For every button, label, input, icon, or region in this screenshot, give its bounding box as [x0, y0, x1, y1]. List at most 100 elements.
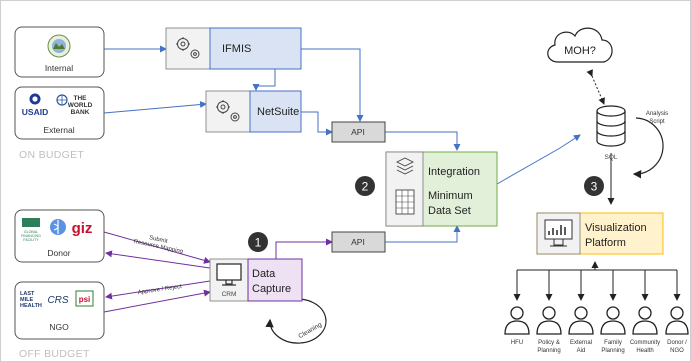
usaid-logo: USAID — [22, 93, 48, 117]
giz-logo: giz — [72, 220, 93, 237]
person-icon — [632, 306, 658, 335]
arrow-ifmis-to-netsuite — [252, 69, 276, 91]
user-label-line1: Community — [630, 340, 660, 346]
donor-label: Donor — [47, 248, 70, 258]
off-budget-label: OFF BUDGET — [19, 348, 90, 360]
cleaning-loop — [265, 298, 327, 344]
internal-label: Internal — [45, 63, 73, 73]
data-capture-label-line2: Capture — [252, 283, 291, 295]
svg-text:USAID: USAID — [22, 107, 48, 117]
arrow-capture-to-donor — [105, 250, 211, 269]
ngo-source-box[interactable]: LAST MILE HEALTH CRS psi NGO — [14, 281, 105, 340]
visualization-node[interactable]: Visualization Platform — [536, 212, 664, 255]
analysis-script-label-line1: Analysis — [646, 111, 668, 117]
layers-icon — [395, 157, 415, 175]
user-hfu[interactable]: HFU — [504, 306, 530, 346]
line-integration-to-sql — [496, 134, 581, 185]
sql-label: SQL — [604, 154, 617, 161]
data-capture-label-line1: Data — [252, 268, 276, 280]
analysis-loop — [632, 117, 664, 179]
arrow-netsuite-to-api — [301, 111, 333, 136]
svg-text:MILE: MILE — [20, 297, 33, 303]
arrow-donor-to-capture — [103, 231, 211, 264]
monitor-chart-icon — [544, 219, 573, 247]
svg-text:FACILITY: FACILITY — [23, 238, 39, 242]
svg-text:3: 3 — [591, 180, 598, 194]
data-capture-node[interactable]: CRM Data Capture — [209, 258, 303, 302]
crm-label: CRM — [222, 291, 237, 298]
api-bottom-label: API — [351, 237, 365, 247]
svg-text:2: 2 — [362, 180, 369, 194]
approve-reject-label: Approve / Reject — [137, 284, 182, 296]
ifmis-label: IFMIS — [222, 43, 251, 55]
svg-text:LAST: LAST — [20, 291, 35, 297]
arrow-sql-moh-dotted — [586, 69, 605, 105]
integration-node[interactable]: Integration Minimum Data Set — [385, 151, 498, 227]
step-badge-2: 2 — [355, 176, 375, 196]
person-icon — [665, 306, 689, 335]
cloud-icon — [547, 27, 613, 63]
database-icon — [596, 105, 626, 147]
donor-source-box[interactable]: GLOBAL FINANCING FACILITY giz Donor — [14, 209, 105, 263]
api-top-node[interactable]: API — [331, 121, 386, 143]
analysis-script-label-line2: Script — [649, 119, 665, 125]
user-external-aid[interactable]: External Aid — [568, 306, 594, 354]
user-label-line1: HFU — [511, 340, 523, 346]
moh-label: MOH? — [564, 45, 596, 57]
user-policy-planning[interactable]: Policy & Planning — [536, 306, 562, 354]
ngo-label: NGO — [49, 322, 69, 332]
svg-text:1: 1 — [255, 236, 262, 250]
svg-text:FINANCING: FINANCING — [21, 234, 41, 238]
api-top-label: API — [351, 127, 365, 137]
person-icon — [536, 306, 562, 335]
arrow-capture-to-api — [275, 238, 333, 260]
internal-source-box[interactable]: Internal — [14, 26, 105, 78]
cleaning-label: Cleaning — [297, 321, 323, 340]
arrow-capture-to-ngo — [105, 280, 211, 300]
mds-label-line2: Data Set — [428, 205, 471, 217]
svg-text:HEALTH: HEALTH — [20, 303, 42, 309]
psi-logo: psi — [75, 290, 94, 307]
user-community-health[interactable]: Community Health — [630, 306, 660, 354]
moh-cloud[interactable]: MOH? — [547, 27, 613, 63]
user-label-line2: Planning — [601, 348, 624, 354]
user-label-line1: Donor / — [667, 340, 687, 346]
user-label-line2: NGO — [670, 348, 684, 354]
api-bottom-node[interactable]: API — [331, 231, 386, 253]
on-budget-label: ON BUDGET — [19, 149, 84, 161]
arrow-ngo-to-capture — [103, 289, 211, 313]
person-icon — [504, 306, 530, 335]
liberia-seal-logo — [47, 34, 71, 58]
user-label-line1: Family — [604, 340, 622, 346]
user-family-planning[interactable]: Family Planning — [600, 306, 626, 354]
netsuite-node[interactable]: NetSuite — [205, 90, 302, 133]
arrow-external-to-netsuite — [103, 101, 207, 114]
step-badge-3: 3 — [584, 176, 604, 196]
last-mile-health-logo: LAST MILE HEALTH — [20, 291, 42, 309]
svg-text:BANK: BANK — [71, 109, 90, 116]
svg-text:CRS: CRS — [47, 295, 68, 306]
svg-text:GLOBAL: GLOBAL — [24, 230, 38, 234]
submit-flow-label-line1: Submit — [148, 235, 168, 245]
viz-label-line1: Visualization — [585, 222, 647, 234]
spreadsheet-icon — [395, 189, 415, 215]
arrow-ifmis-to-api — [301, 48, 364, 122]
user-donor-ngo[interactable]: Donor / NGO — [665, 306, 689, 354]
sql-database[interactable]: SQL — [596, 105, 626, 161]
svg-text:THE: THE — [74, 95, 88, 102]
user-label-line2: Aid — [577, 348, 586, 354]
svg-text:psi: psi — [79, 295, 91, 304]
person-icon — [600, 306, 626, 335]
user-label-line2: Health — [636, 348, 653, 354]
world-bank-logo: THE WORLD BANK — [56, 94, 93, 116]
user-label-line1: External — [570, 340, 592, 346]
svg-text:WORLD: WORLD — [68, 102, 93, 109]
arrow-api-bottom-to-integration — [385, 225, 461, 243]
external-source-box[interactable]: USAID THE WORLD BANK External — [14, 86, 105, 140]
ifmis-node[interactable]: IFMIS — [165, 27, 302, 70]
user-label-line1: Policy & — [538, 340, 560, 346]
computer-monitor-icon — [216, 263, 242, 286]
netsuite-label: NetSuite — [257, 106, 299, 118]
